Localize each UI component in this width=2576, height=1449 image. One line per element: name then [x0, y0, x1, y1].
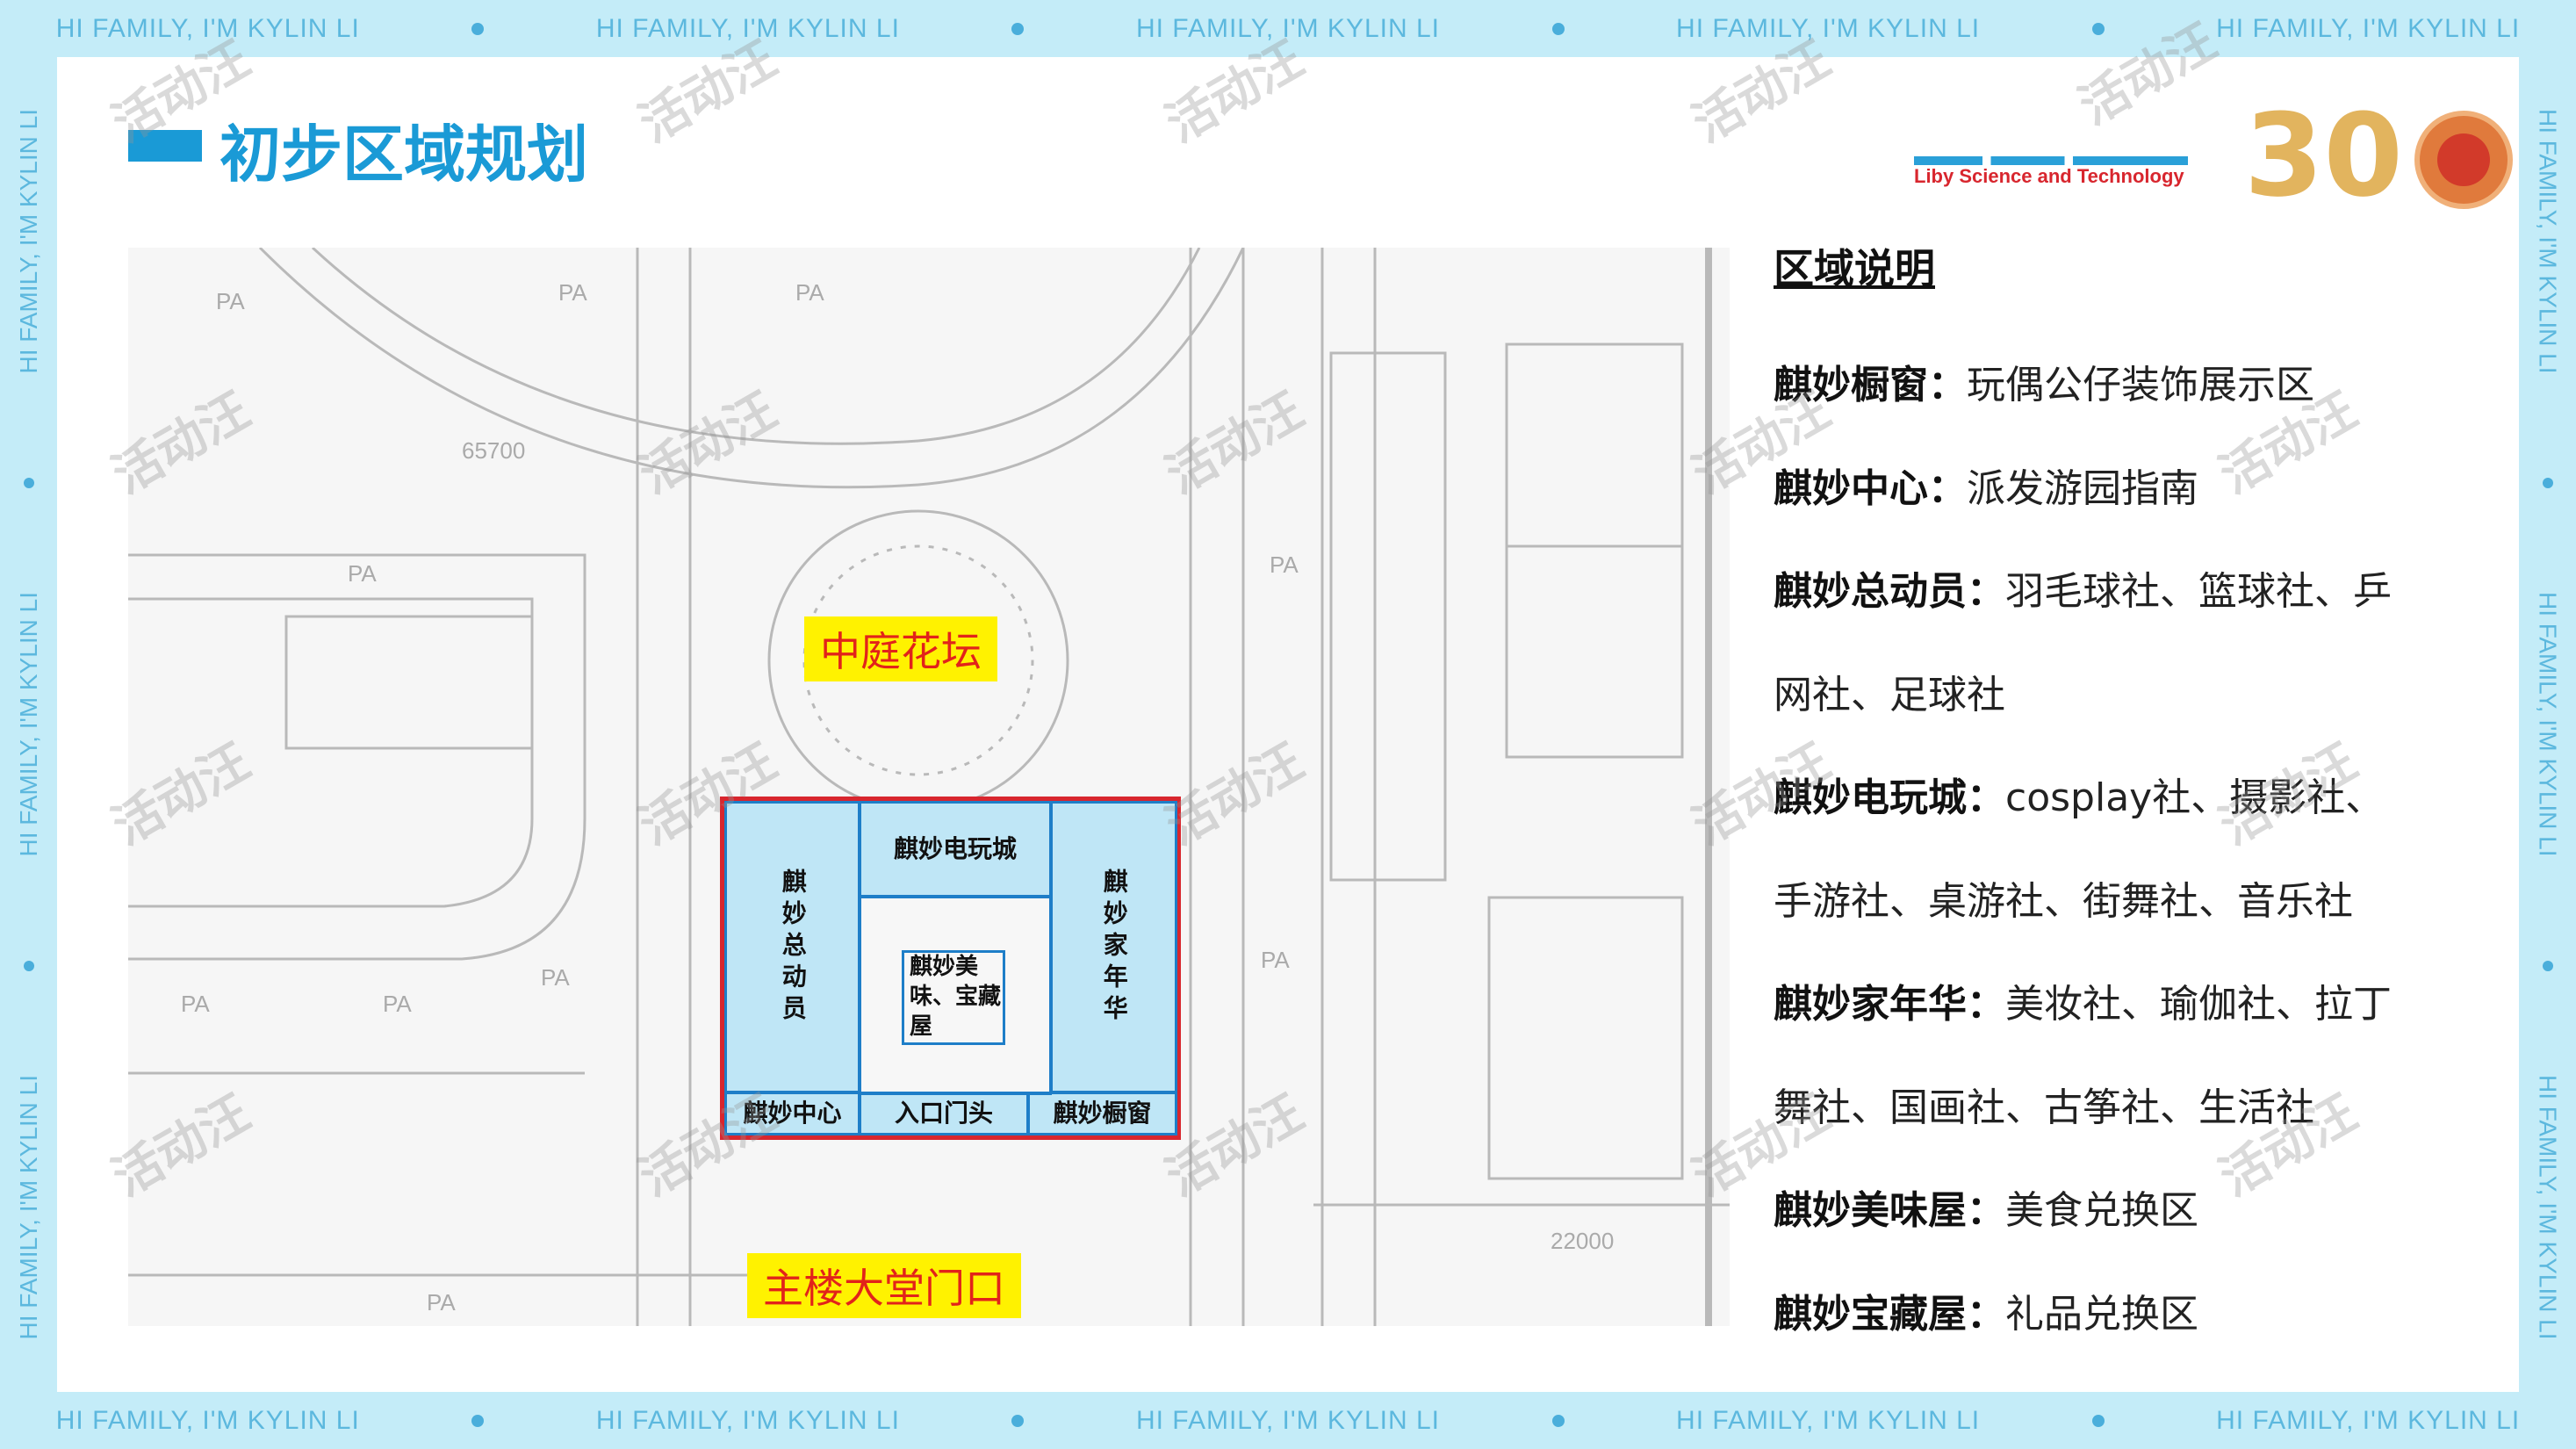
- top-banner: HI FAMILY, I'M KYLIN LI HI FAMILY, I'M K…: [0, 0, 2576, 57]
- svg-text:65700: 65700: [462, 437, 525, 464]
- legend-item: 麒妙宝藏屋：礼品兑换区: [1774, 1291, 2198, 1337]
- svg-text:PA: PA: [1261, 947, 1290, 973]
- banner-text: HI FAMILY, I'M KYLIN LI: [14, 592, 42, 857]
- floor-plan: PA PA PA PA PA PA PA PA PA PA 22000 65700 中庭花坛 主…: [128, 248, 1730, 1326]
- banner-text: HI FAMILY, I'M KYLIN LI: [1676, 13, 1981, 43]
- svg-text:PA: PA: [348, 560, 377, 587]
- svg-text:PA: PA: [541, 964, 570, 991]
- title-accent-bar: [128, 130, 202, 162]
- liby-logo-subtitle: Liby Science and Technology: [1914, 165, 2184, 187]
- banner-text: HI FAMILY, I'M KYLIN LI: [14, 1075, 42, 1340]
- banner-text: HI FAMILY, I'M KYLIN LI: [1135, 1405, 1440, 1435]
- legend-item: 麒妙家年华：美妆社、瑜伽社、拉丁: [1774, 982, 2392, 1027]
- legend-item: 麒妙美味屋：美食兑换区: [1774, 1188, 2198, 1233]
- banner-text: HI FAMILY, I'M KYLIN LI: [2534, 109, 2562, 374]
- right-banner: HI FAMILY, I'M KYLIN LI HI FAMILY, I'M K…: [2519, 57, 2576, 1392]
- main-entrance-label: 主楼大堂门口: [747, 1253, 1021, 1318]
- bottom-banner: HI FAMILY, I'M KYLIN LI HI FAMILY, I'M K…: [0, 1392, 2576, 1449]
- courtyard-label: 中庭花坛: [804, 616, 997, 681]
- legend-item: 麒妙中心：派发游园指南: [1774, 465, 2198, 511]
- svg-text:PA: PA: [181, 991, 210, 1017]
- zone-carnival: 麒妙家年华: [1050, 801, 1177, 1093]
- banner-text: HI FAMILY, I'M KYLIN LI: [2534, 1075, 2562, 1340]
- svg-text:PA: PA: [216, 288, 245, 314]
- banner-text: HI FAMILY, I'M KYLIN LI: [2216, 13, 2521, 43]
- anniversary-seal-icon: [2414, 111, 2513, 209]
- page-title: 初步区域规划: [219, 119, 588, 191]
- event-zone-layout: 麒妙总动员 麒妙电玩城 麒妙美味、宝藏屋 麒妙家年华 麒妙中心 入口门头 麒妙橱…: [720, 797, 1181, 1140]
- banner-text: HI FAMILY, I'M KYLIN LI: [595, 1405, 900, 1435]
- banner-text: HI FAMILY, I'M KYLIN LI: [1135, 13, 1440, 43]
- anniversary-number: 30: [2244, 89, 2403, 222]
- zone-middle: [859, 896, 1052, 1095]
- banner-text: HI FAMILY, I'M KYLIN LI: [55, 1405, 360, 1435]
- banner-text: HI FAMILY, I'M KYLIN LI: [55, 13, 360, 43]
- svg-text:22000: 22000: [1551, 1228, 1614, 1254]
- left-banner: HI FAMILY, I'M KYLIN LI HI FAMILY, I'M K…: [0, 57, 57, 1392]
- legend-item: 舞社、国画社、古筝社、生活社: [1774, 1085, 2314, 1130]
- zone-mobilizer: 麒妙总动员: [724, 801, 860, 1093]
- floor-plan-drawing: PA PA PA PA PA PA PA PA PA PA 22000 65700: [128, 248, 1730, 1326]
- zone-arcade: 麒妙电玩城: [859, 801, 1052, 898]
- banner-text: HI FAMILY, I'M KYLIN LI: [2216, 1405, 2521, 1435]
- zone-legend: 区域说明 麒妙橱窗：玩偶公仔装饰展示区 麒妙中心：派发游园指南 麒妙总动员：羽毛…: [1774, 237, 2493, 1366]
- liby-logo: [1914, 156, 2188, 165]
- zone-food-treasure: 麒妙美味、宝藏屋: [902, 950, 1005, 1045]
- banner-text: HI FAMILY, I'M KYLIN LI: [14, 109, 42, 374]
- legend-item: 麒妙电玩城：cosplay社、摄影社、: [1774, 775, 2385, 820]
- svg-text:PA: PA: [795, 279, 824, 306]
- banner-text: HI FAMILY, I'M KYLIN LI: [2534, 592, 2562, 857]
- legend-heading: 区域说明: [1774, 245, 1935, 292]
- legend-item: 网社、足球社: [1774, 672, 2005, 717]
- legend-item: 麒妙总动员：羽毛球社、篮球社、乒: [1774, 569, 2392, 614]
- legend-item: 麒妙橱窗：玩偶公仔装饰展示区: [1774, 363, 2314, 407]
- zone-entrance: 入口门头: [859, 1092, 1029, 1135]
- svg-text:PA: PA: [383, 991, 412, 1017]
- legend-item: 手游社、桌游社、街舞社、音乐社: [1774, 878, 2353, 924]
- svg-text:PA: PA: [427, 1289, 456, 1316]
- banner-text: HI FAMILY, I'M KYLIN LI: [1676, 1405, 1981, 1435]
- svg-text:PA: PA: [1270, 551, 1299, 578]
- zone-showcase: 麒妙橱窗: [1027, 1092, 1177, 1135]
- zone-center: 麒妙中心: [724, 1092, 860, 1135]
- banner-text: HI FAMILY, I'M KYLIN LI: [595, 13, 900, 43]
- svg-text:PA: PA: [558, 279, 587, 306]
